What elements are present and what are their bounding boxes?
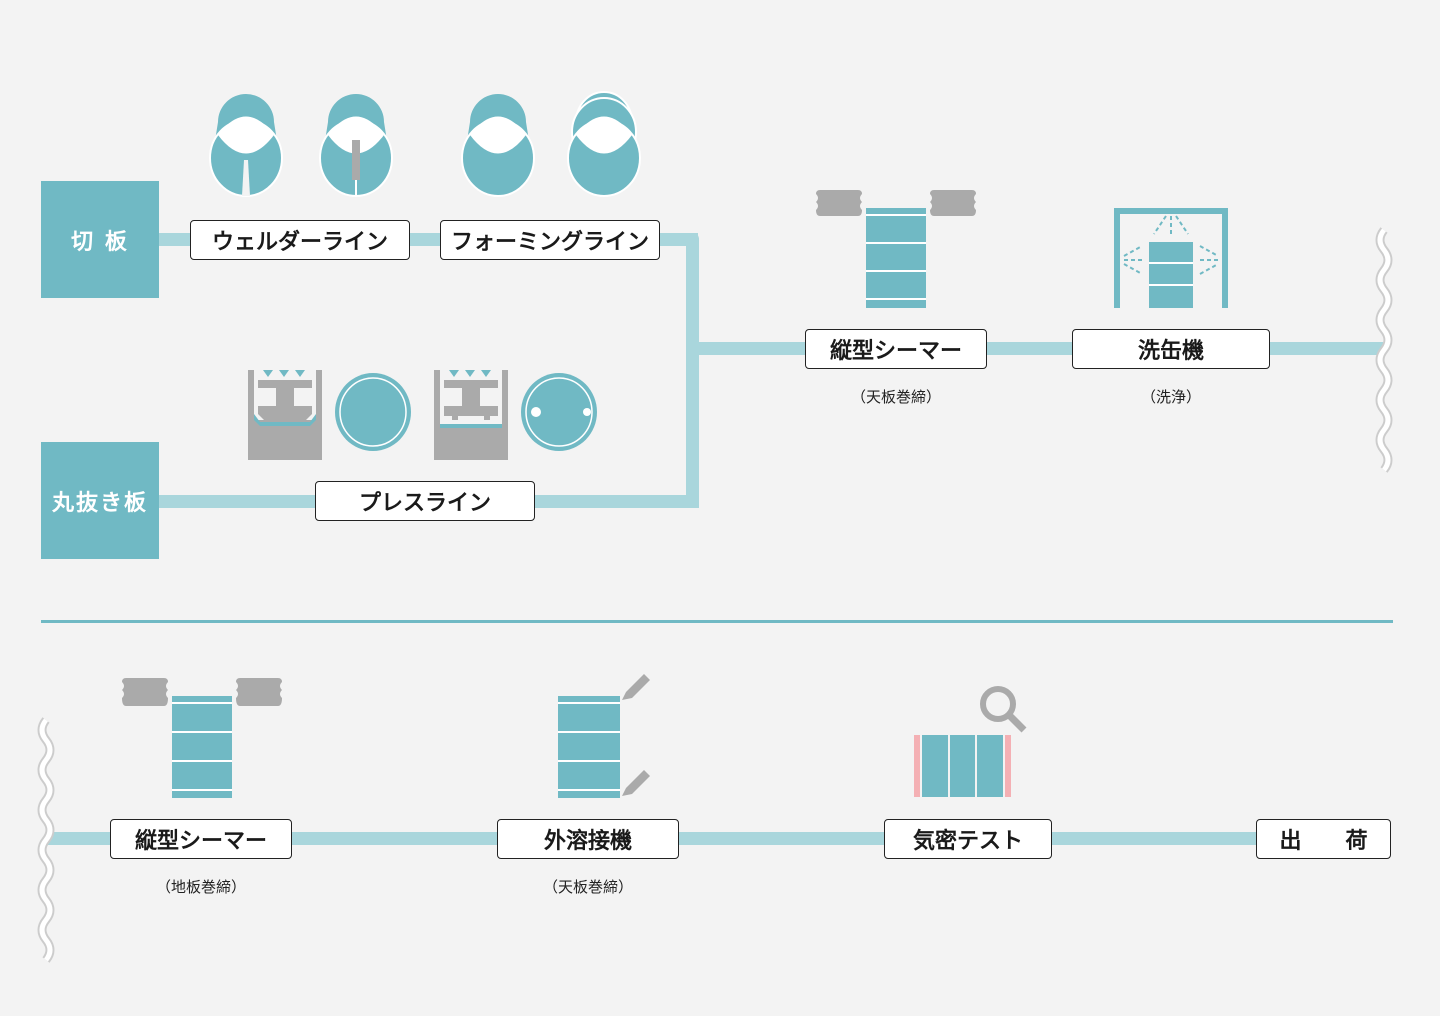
source-marunuki-ita: 丸抜き板 <box>41 442 159 559</box>
station-label: 気密テスト <box>912 829 1023 854</box>
station-label: プレスライン <box>358 491 491 516</box>
station-seamer-top: 縦型シーマー <box>805 329 987 369</box>
station-label: 洗缶機 <box>1137 339 1204 364</box>
station-sub-label: （天板巻締） <box>850 388 941 406</box>
station-leak-test: 気密テスト <box>884 819 1052 859</box>
source-label: 切 板 <box>71 229 129 255</box>
station-label: 縦型シーマー <box>829 339 962 364</box>
source-label: 丸抜き板 <box>51 490 148 516</box>
station-welder-line: ウェルダーライン <box>190 220 410 260</box>
pipe-vertical-merge <box>686 233 699 508</box>
station-outer-welder: 外溶接機 <box>497 819 679 859</box>
break-mark-icon <box>1375 227 1393 473</box>
rolled-sheet-icon <box>209 94 283 197</box>
source-kiri-ita: 切 板 <box>41 181 159 298</box>
magnifier-icon <box>980 686 1027 733</box>
punched-disc-icon <box>521 373 597 451</box>
welded-cylinder-icon <box>319 94 393 197</box>
station-label: 出 荷 <box>1279 829 1368 854</box>
station-forming-line: フォーミングライン <box>440 220 660 260</box>
seamer-icon <box>816 190 976 308</box>
station-label: フォーミングライン <box>450 230 649 255</box>
press-machine-icon <box>248 370 322 460</box>
welding-drum-icon <box>558 674 650 798</box>
press-machine-icon <box>434 370 508 460</box>
station-press-line: プレスライン <box>315 481 535 521</box>
section-divider <box>41 620 1393 623</box>
pipe-merge-to-end <box>698 342 1383 355</box>
station-label: 縦型シーマー <box>134 829 267 854</box>
beaded-cylinder-icon <box>567 91 641 197</box>
station-sub-label: （地板巻締） <box>155 878 246 896</box>
break-mark-icon <box>37 717 55 963</box>
station-sub-label: （洗浄） <box>1140 388 1201 406</box>
station-label: 外溶接機 <box>543 829 632 854</box>
cylinder-icon <box>461 94 535 197</box>
station-shipping: 出 荷 <box>1256 819 1391 859</box>
disc-icon <box>335 373 411 451</box>
station-washer: 洗缶機 <box>1072 329 1270 369</box>
station-seamer-bottom: 縦型シーマー <box>110 819 292 859</box>
seamer-icon <box>122 678 282 798</box>
station-label: ウェルダーライン <box>211 230 388 255</box>
station-sub-label: （天板巻締） <box>542 878 633 896</box>
drum-side-icon <box>914 735 1011 797</box>
washer-icon <box>1114 208 1228 308</box>
